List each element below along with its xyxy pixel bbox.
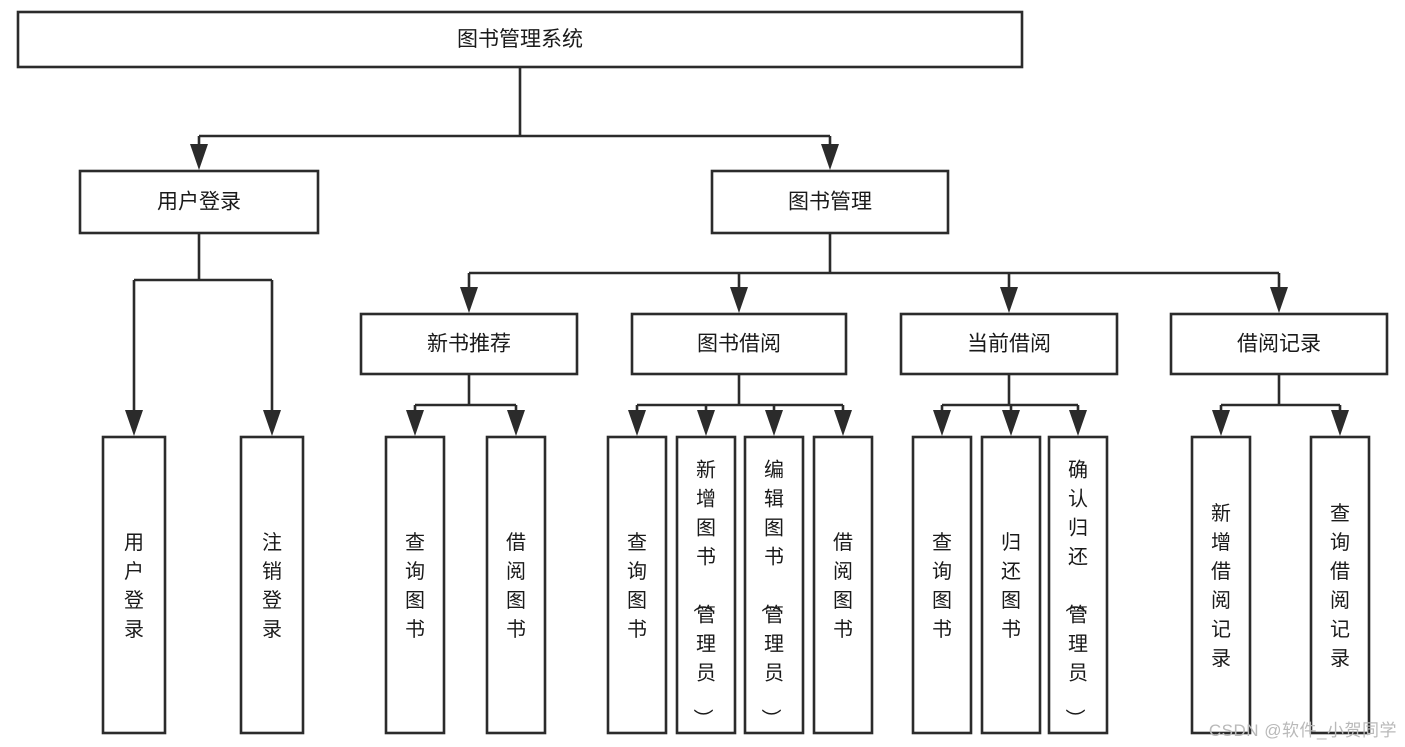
node-borrow-record[interactable]: 借阅记录	[1169, 312, 1389, 376]
node-label: 图书借阅	[697, 333, 781, 356]
node-label: 新增图书（管理员）	[691, 459, 716, 729]
node-box[interactable]	[606, 435, 668, 735]
node-leaf-edit-book[interactable]: 编辑图书（管理员）	[743, 435, 805, 735]
node-box[interactable]	[78, 169, 320, 235]
node-leaf-borrow-book-1[interactable]: 借阅图书	[485, 435, 547, 735]
node-leaf-add-book[interactable]: 新增图书（管理员）	[675, 435, 737, 735]
arrow-head-icon	[730, 287, 748, 313]
arrow-head-icon	[1331, 410, 1349, 436]
node-leaf-query-record[interactable]: 查询借阅记录	[1309, 435, 1371, 735]
arrow-head-icon	[460, 287, 478, 313]
arrow-head-icon	[1212, 410, 1230, 436]
arrow-head-icon	[697, 410, 715, 436]
arrow-head-icon	[834, 410, 852, 436]
arrow-head-icon	[263, 410, 281, 436]
node-label: 用户登录	[124, 532, 144, 641]
edge-layer	[125, 67, 1349, 436]
node-label: 图书管理	[788, 191, 872, 214]
node-box[interactable]	[1047, 435, 1109, 735]
node-label: 图书管理系统	[457, 28, 583, 51]
node-label: 查询借阅记录	[1330, 502, 1350, 670]
node-label: 确认归还（管理员）	[1063, 459, 1088, 729]
node-leaf-query-book-3[interactable]: 查询图书	[911, 435, 973, 735]
node-current-borrow[interactable]: 当前借阅	[899, 312, 1119, 376]
node-label: 编辑图书（管理员）	[759, 459, 784, 729]
arrow-head-icon	[190, 144, 208, 170]
arrow-head-icon	[406, 410, 424, 436]
node-leaf-confirm-return[interactable]: 确认归还（管理员）	[1047, 435, 1109, 735]
node-label: 新书推荐	[427, 333, 511, 356]
node-layer: 图书管理系统用户登录图书管理新书推荐图书借阅当前借阅借阅记录用户登录注销登录查询…	[16, 10, 1389, 735]
node-label: 查询图书	[932, 531, 952, 641]
node-leaf-return-book[interactable]: 归还图书	[980, 435, 1042, 735]
arrow-head-icon	[1002, 410, 1020, 436]
arrow-head-icon	[765, 410, 783, 436]
node-box[interactable]	[675, 435, 737, 735]
node-new-book-rec[interactable]: 新书推荐	[359, 312, 579, 376]
node-label: 用户登录	[157, 191, 241, 214]
node-box[interactable]	[812, 435, 874, 735]
node-leaf-add-record[interactable]: 新增借阅记录	[1190, 435, 1252, 735]
node-leaf-query-book-1[interactable]: 查询图书	[384, 435, 446, 735]
arrow-head-icon	[933, 410, 951, 436]
node-label: 查询图书	[405, 531, 425, 641]
arrow-head-icon	[821, 144, 839, 170]
arrow-head-icon	[1270, 287, 1288, 313]
node-box[interactable]	[710, 169, 950, 235]
node-leaf-user-login[interactable]: 用户登录	[101, 435, 167, 735]
node-label: 借阅图书	[506, 531, 526, 641]
node-root[interactable]: 图书管理系统	[16, 10, 1024, 69]
node-box[interactable]	[899, 312, 1119, 376]
node-box[interactable]	[980, 435, 1042, 735]
node-user-login[interactable]: 用户登录	[78, 169, 320, 235]
node-box[interactable]	[1190, 435, 1252, 735]
node-box[interactable]	[911, 435, 973, 735]
node-book-borrow[interactable]: 图书借阅	[630, 312, 848, 376]
node-box[interactable]	[1169, 312, 1389, 376]
arrow-head-icon	[1069, 410, 1087, 436]
node-label: 查询图书	[627, 531, 647, 641]
node-box[interactable]	[101, 435, 167, 735]
node-leaf-query-book-2[interactable]: 查询图书	[606, 435, 668, 735]
node-box[interactable]	[359, 312, 579, 376]
node-box[interactable]	[239, 435, 305, 735]
node-box[interactable]	[485, 435, 547, 735]
arrow-head-icon	[125, 410, 143, 436]
node-leaf-borrow-book-2[interactable]: 借阅图书	[812, 435, 874, 735]
node-label: 当前借阅	[967, 333, 1051, 356]
node-box[interactable]	[743, 435, 805, 735]
arrow-head-icon	[507, 410, 525, 436]
node-box[interactable]	[384, 435, 446, 735]
node-book-manage[interactable]: 图书管理	[710, 169, 950, 235]
node-box[interactable]	[1309, 435, 1371, 735]
arrow-head-icon	[628, 410, 646, 436]
node-label: 借阅图书	[833, 531, 853, 641]
node-leaf-logout[interactable]: 注销登录	[239, 435, 305, 735]
arrow-head-icon	[1000, 287, 1018, 313]
node-box[interactable]	[16, 10, 1024, 69]
node-label: 新增借阅记录	[1211, 502, 1231, 670]
node-label: 借阅记录	[1237, 333, 1321, 356]
node-label: 注销登录	[262, 531, 282, 641]
node-box[interactable]	[630, 312, 848, 376]
node-label: 归还图书	[1001, 531, 1021, 641]
